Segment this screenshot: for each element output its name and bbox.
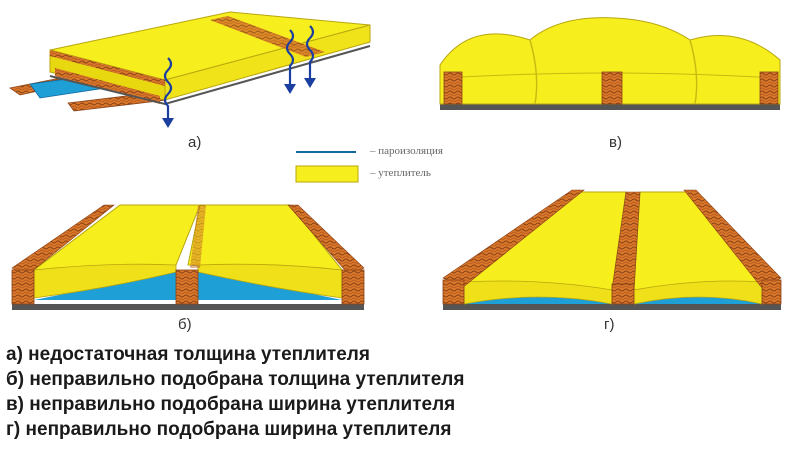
timber-joist <box>190 205 206 268</box>
heat-loss-arrow-icon <box>162 57 174 128</box>
timber-joist <box>55 68 160 104</box>
timber-joist <box>443 71 463 105</box>
panel-a-diagram <box>9 11 371 128</box>
timber-joist <box>287 204 365 277</box>
timber-joist <box>611 283 635 305</box>
legend-vapor-barrier-label: – пароизоляция <box>370 145 443 157</box>
panel-b-diagram <box>11 204 365 310</box>
caption-g: г) неправильно подобрана ширина утеплите… <box>6 419 452 440</box>
legend-insulation-swatch <box>295 165 359 183</box>
timber-joist <box>683 189 782 289</box>
slab-side <box>164 24 371 101</box>
timber-joist <box>175 269 199 305</box>
timber-joist <box>341 269 365 305</box>
timber-joist <box>442 279 465 305</box>
vapor-barrier-gap <box>34 270 176 300</box>
panel-g-diagram <box>442 189 782 310</box>
timber-joist <box>601 71 623 105</box>
caption-b: б) неправильно подобрана толщина утеплит… <box>6 369 465 390</box>
captions-list: а) недостаточная толщина утеплителя б) н… <box>6 342 464 442</box>
panel-label-g: г) <box>604 316 615 333</box>
legend-insulation-label: – утеплитель <box>370 167 431 179</box>
panel-label-b: б) <box>178 316 192 333</box>
insulation-diagram <box>9 11 782 310</box>
timber-joist <box>759 71 779 105</box>
caption-a: а) недостаточная толщина утеплителя <box>6 344 370 365</box>
heat-loss-arrow-icon <box>304 25 316 88</box>
insulation-bulge <box>439 17 781 105</box>
timber-joist <box>761 279 782 305</box>
panel-label-a: а) <box>188 134 202 151</box>
panel-label-v: в) <box>609 134 622 151</box>
heat-loss-arrow-icon <box>284 29 296 94</box>
panel-v-diagram <box>439 17 781 110</box>
timber-joist <box>210 16 325 57</box>
legend <box>295 151 359 183</box>
slab-top <box>462 191 627 291</box>
timber-joist <box>50 50 165 86</box>
timber-joist <box>11 269 35 305</box>
caption-v: в) неправильно подобрана ширина утеплите… <box>6 394 456 415</box>
